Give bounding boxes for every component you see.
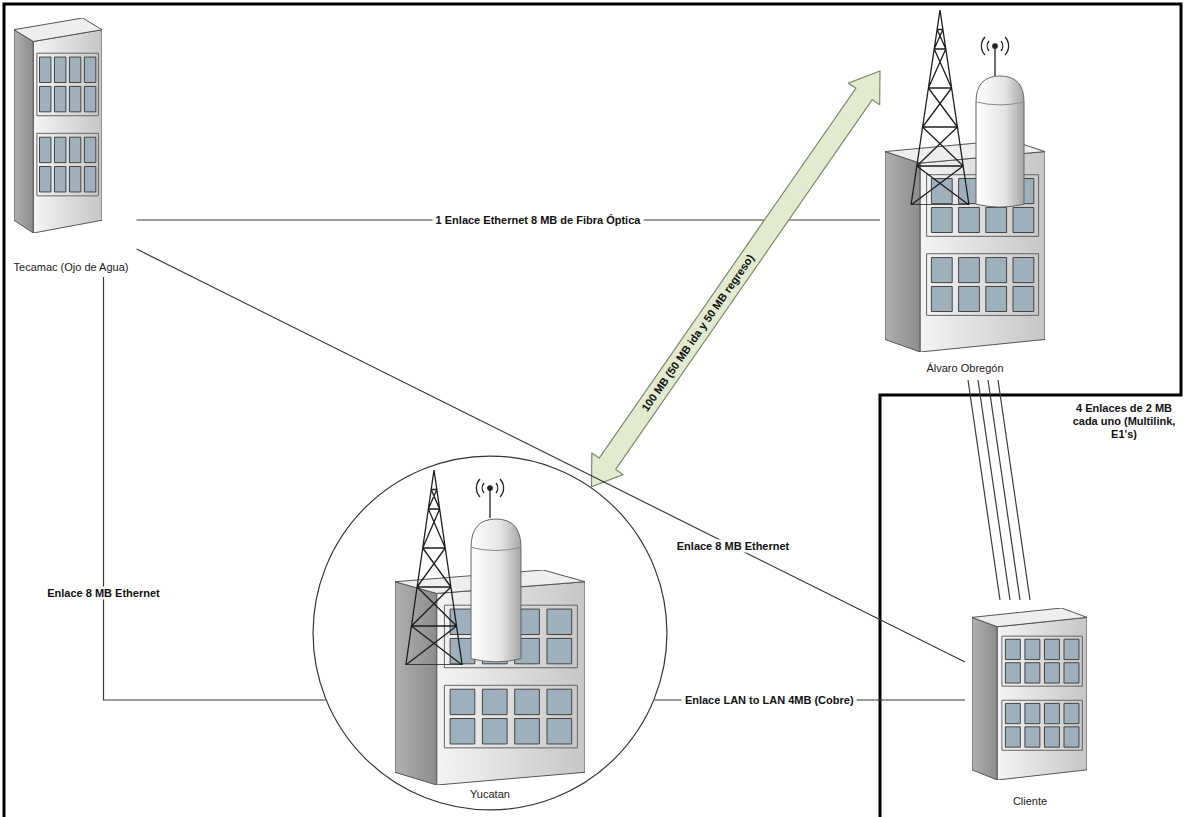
e1-multilink xyxy=(968,380,1030,600)
circled-site-node: Yucatan xyxy=(312,455,668,811)
edge-label-anchor: 100 MB (50 MB ida y 50 MB regreso) xyxy=(637,249,758,416)
building-icon xyxy=(972,608,1087,780)
radio-waves-icon xyxy=(981,37,1008,76)
region-frame xyxy=(4,4,1181,817)
tower-site-node: Álvaro Obregón xyxy=(880,8,1050,380)
site-name: Yucatan xyxy=(470,788,510,801)
edge-label-anchor: Enlace LAN to LAN 4MB (Cobre) xyxy=(682,694,857,707)
ethernet-link xyxy=(104,277,326,700)
site-name: Tecamac (Ojo de Agua) xyxy=(14,261,129,274)
tower-icon xyxy=(406,470,462,665)
link-label: Enlace LAN to LAN 4MB (Cobre) xyxy=(682,694,857,707)
microwave-link-arrow xyxy=(591,71,880,487)
link-label: 1 Enlace Ethernet 8 MB de Fibra Óptica xyxy=(433,214,644,227)
tower-icon xyxy=(911,10,969,205)
site-name: Álvaro Obregón xyxy=(926,362,1003,375)
antenna-silo-icon xyxy=(976,76,1024,207)
ethernet-link xyxy=(137,249,966,662)
client-site-node: Cliente xyxy=(965,600,1095,812)
link-label: Enlace 8 MB Ethernet xyxy=(674,540,792,553)
radio-waves-icon xyxy=(476,479,503,518)
edge-label-anchor: Enlace 8 MB Ethernet xyxy=(674,540,792,553)
site-name: Cliente xyxy=(1013,795,1047,808)
link-label: 100 MB (50 MB ida y 50 MB regreso) xyxy=(637,249,758,416)
site-circle xyxy=(313,456,667,810)
site-circle-outline xyxy=(312,455,668,811)
edge-label-anchor: 1 Enlace Ethernet 8 MB de Fibra Óptica xyxy=(433,214,644,227)
edge-label-anchor: 4 Enlaces de 2 MB cada uno (Multilink, E… xyxy=(1068,402,1180,441)
link-label: 4 Enlaces de 2 MB cada uno (Multilink, E… xyxy=(1068,402,1180,441)
link-label: Enlace 8 MB Ethernet xyxy=(44,587,162,600)
antenna-silo-icon xyxy=(471,519,521,662)
site-building-node: Tecamac (Ojo de Agua) xyxy=(6,15,137,277)
edge-label-anchor: Enlace 8 MB Ethernet xyxy=(44,587,162,600)
building-icon xyxy=(14,18,102,233)
